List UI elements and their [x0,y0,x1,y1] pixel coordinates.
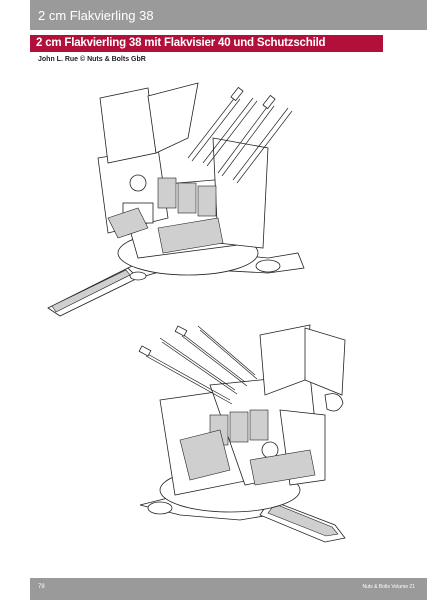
header-title: 2 cm Flakvierling 38 [38,8,154,23]
page-footer: 78 Nuts & Bolts Volume 21 [30,578,427,600]
page-header: 2 cm Flakvierling 38 [30,0,427,30]
flakvierling-drawing-front-right-icon [138,324,346,543]
publication-name: Nuts & Bolts Volume 21 [362,584,415,590]
left-margin [0,0,30,600]
flakvierling-drawing-front-left-icon [47,82,305,317]
credit-line: John L. Rue © Nuts & Bolts GbR [38,56,146,63]
section-title-bar: 2 cm Flakvierling 38 mit Flakvisier 40 u… [30,35,383,52]
section-title: 2 cm Flakvierling 38 mit Flakvisier 40 u… [36,37,326,49]
page-number: 78 [38,584,45,590]
